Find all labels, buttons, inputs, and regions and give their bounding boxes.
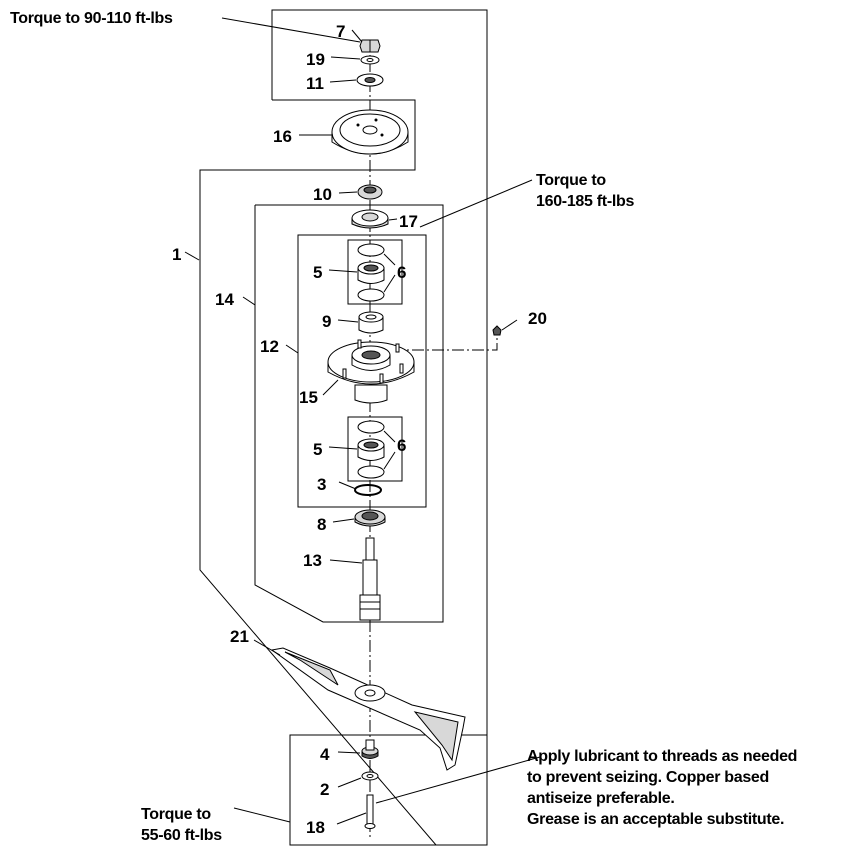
callout-5-upper: 5 bbox=[313, 263, 322, 282]
lower-bearing-stack bbox=[357, 420, 385, 479]
shaft-13 bbox=[359, 537, 381, 621]
bearing-box-upper bbox=[347, 239, 403, 305]
torque-note-bottom-line1: Torque to bbox=[141, 806, 211, 823]
callout-3: 3 bbox=[317, 475, 326, 494]
callout-6-lower: 6 bbox=[397, 436, 406, 455]
assembly-outline-1 bbox=[199, 9, 488, 846]
hardware-outline-bottom bbox=[289, 734, 487, 846]
nut-4 bbox=[361, 739, 379, 759]
callout-14: 14 bbox=[215, 290, 234, 309]
callout-18: 18 bbox=[306, 818, 325, 837]
torque-note-bottom-line2: 55-60 ft-lbs bbox=[141, 827, 222, 844]
callout-6-upper: 6 bbox=[397, 263, 406, 282]
washer-11 bbox=[356, 73, 384, 87]
hub-nut-17 bbox=[351, 209, 389, 229]
lubricant-note-line1: Apply lubricant to threads as needed bbox=[527, 748, 798, 765]
callout-15: 15 bbox=[299, 388, 318, 407]
seal-10 bbox=[357, 184, 383, 200]
callout-16: 16 bbox=[273, 127, 292, 146]
housing-15 bbox=[327, 339, 415, 404]
washer-19 bbox=[360, 55, 380, 65]
blade-21 bbox=[270, 647, 466, 771]
nut-7 bbox=[359, 39, 381, 53]
callout-19: 19 bbox=[306, 50, 325, 69]
upper-bearing-stack bbox=[357, 243, 385, 302]
side-axis bbox=[372, 335, 498, 351]
grease-fitting-20 bbox=[492, 325, 502, 336]
callout-2: 2 bbox=[320, 780, 329, 799]
washer-2 bbox=[361, 771, 379, 781]
callout-12: 12 bbox=[260, 337, 279, 356]
bolt-18 bbox=[364, 794, 376, 829]
callout-7: 7 bbox=[336, 22, 345, 41]
spacer-9 bbox=[358, 311, 384, 334]
pulley-16 bbox=[331, 109, 409, 155]
assembly-outline-14 bbox=[254, 204, 444, 623]
torque-note-bottom: Torque to 55-60 ft-lbs bbox=[141, 804, 222, 846]
lubricant-note-line3: antiseize preferable. bbox=[527, 790, 675, 807]
callout-17: 17 bbox=[399, 212, 418, 231]
callout-1: 1 bbox=[172, 245, 181, 264]
torque-note-mid-line2: 160-185 ft-lbs bbox=[536, 193, 635, 210]
callout-11: 11 bbox=[306, 74, 324, 93]
callouts: 7 19 11 16 10 17 1 14 5 6 9 20 12 15 5 6… bbox=[172, 22, 547, 837]
callout-5-lower: 5 bbox=[313, 440, 322, 459]
callout-21: 21 bbox=[230, 627, 249, 646]
torque-note-mid: Torque to 160-185 ft-lbs bbox=[536, 170, 634, 212]
callout-4: 4 bbox=[320, 745, 330, 764]
lubricant-note-line2: to prevent seizing. Copper based bbox=[527, 769, 770, 786]
lubricant-note: Apply lubricant to threads as needed to … bbox=[527, 746, 797, 830]
leader-lines bbox=[184, 17, 541, 825]
bearing-box-lower bbox=[347, 416, 403, 482]
callout-20: 20 bbox=[528, 309, 547, 328]
callout-10: 10 bbox=[313, 185, 332, 204]
seal-8 bbox=[354, 509, 386, 527]
assembly-outline-12 bbox=[297, 234, 427, 508]
lubricant-note-line4: Grease is an acceptable substitute. bbox=[527, 811, 785, 828]
callout-8: 8 bbox=[317, 515, 326, 534]
callout-13: 13 bbox=[303, 551, 322, 570]
callout-9: 9 bbox=[322, 312, 331, 331]
torque-note-mid-line1: Torque to bbox=[536, 172, 606, 189]
torque-note-top: Torque to 90-110 ft-lbs bbox=[10, 10, 173, 27]
snap-ring-3 bbox=[354, 484, 382, 496]
